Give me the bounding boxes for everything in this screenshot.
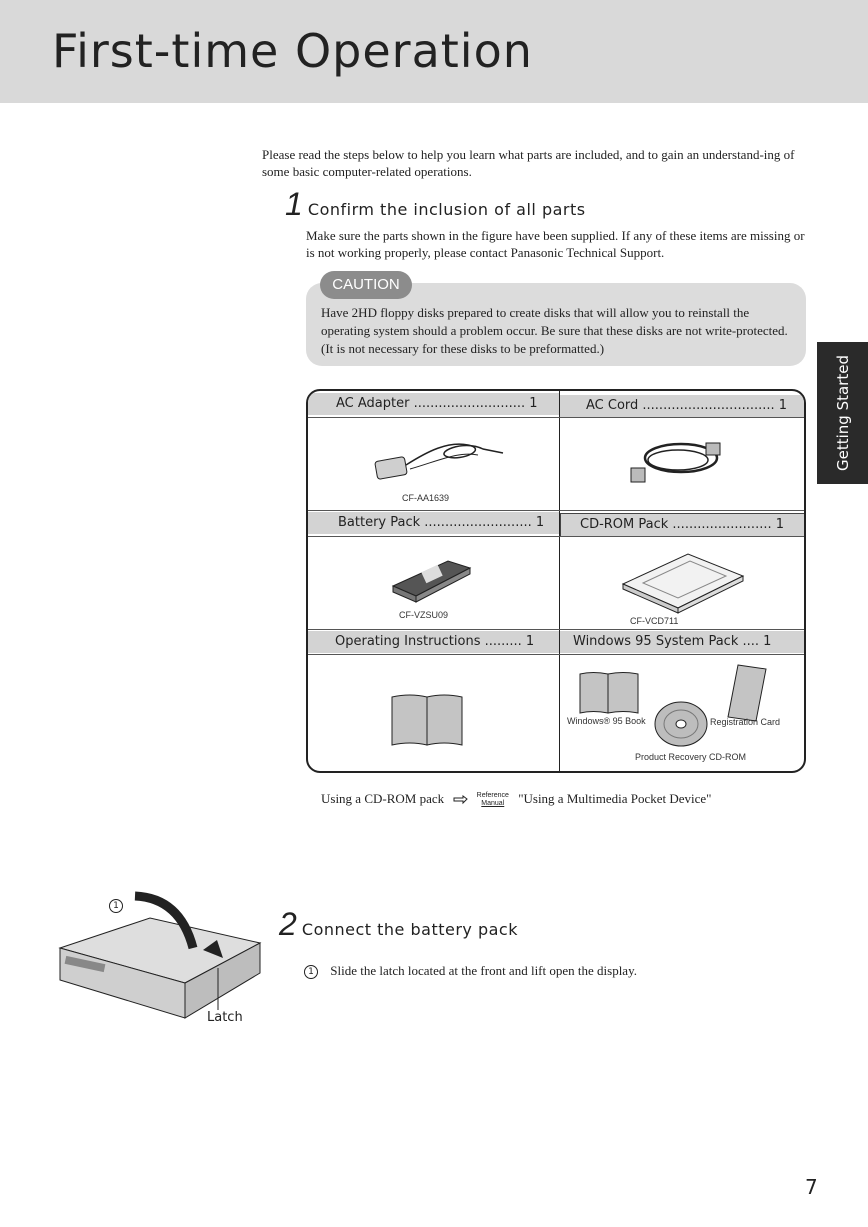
step-2-number: 2 — [279, 906, 297, 942]
cdrom-model: CF-VCD711 — [630, 616, 679, 626]
step-1-heading: 1 Confirm the inclusion of all parts — [285, 186, 586, 223]
ac-adapter-model: CF-AA1639 — [402, 493, 450, 503]
parts-table: AC Adapter ........................... 1… — [306, 389, 806, 773]
reference-manual-icon: Reference Manual — [477, 792, 509, 808]
step-1-title: Confirm the inclusion of all parts — [307, 200, 586, 219]
reference-icon-text-2: Manual — [481, 800, 505, 808]
step-2-substep: 1 Slide the latch located at the front a… — [304, 962, 804, 980]
parts-divider — [559, 391, 560, 771]
ac-adapter-image — [374, 443, 504, 480]
reference-prefix: Using a CD-ROM pack — [321, 791, 445, 806]
win95-book-image — [579, 672, 639, 714]
substep-text: Slide the latch located at the front and… — [330, 963, 637, 978]
reference-icon-text-1: Reference — [476, 792, 509, 800]
ac-cord-image — [630, 442, 721, 483]
registration-card-image — [727, 664, 767, 722]
figure-step-marker: 1 — [109, 899, 123, 913]
section-tab-label: Getting Started — [833, 355, 852, 471]
reference-suffix: "Using a Multimedia Pocket Device" — [518, 791, 712, 806]
cdrom-label: CD-ROM Pack ........................ 1 — [560, 513, 804, 537]
laptop-latch-figure — [58, 891, 262, 1019]
reference-line: Using a CD-ROM pack Reference Manual "Us… — [321, 791, 711, 808]
step-2-title: Connect the battery pack — [301, 920, 518, 939]
caution-text: Have 2HD floppy disks prepared to create… — [321, 305, 788, 356]
battery-label: Battery Pack .......................... … — [308, 512, 559, 534]
ac-adapter-label: AC Adapter ........................... 1 — [308, 393, 559, 415]
battery-model: CF-VZSU09 — [399, 610, 449, 620]
win95-book-caption: Windows® 95 Book — [567, 716, 646, 726]
page-title: First-time Operation — [52, 24, 533, 78]
page-number: 7 — [805, 1175, 818, 1199]
registration-card-caption: Registration Card — [710, 717, 781, 727]
caution-label: CAUTION — [320, 271, 412, 299]
recovery-cd-caption: Product Recovery CD-ROM — [635, 752, 747, 762]
battery-image — [391, 560, 472, 603]
win95-label: Windows 95 System Pack .... 1 — [560, 631, 804, 653]
intro-text: Please read the steps below to help you … — [262, 147, 795, 179]
pointing-hand-icon — [453, 795, 469, 805]
step-1-number: 1 — [285, 186, 303, 222]
instructions-label: Operating Instructions ......... 1 — [308, 631, 559, 653]
instructions-book-image — [391, 694, 463, 746]
title-bar: First-time Operation — [0, 0, 868, 103]
recovery-cd-image — [654, 701, 708, 747]
step-2-heading: 2 Connect the battery pack — [279, 906, 518, 943]
ac-cord-label: AC Cord ................................… — [560, 395, 804, 417]
step-1-text: Make sure the parts shown in the figure … — [306, 228, 805, 260]
latch-label: Latch — [207, 1010, 243, 1025]
cdrom-image — [621, 553, 745, 614]
section-tab: Getting Started — [817, 342, 868, 484]
substep-marker: 1 — [304, 965, 318, 980]
